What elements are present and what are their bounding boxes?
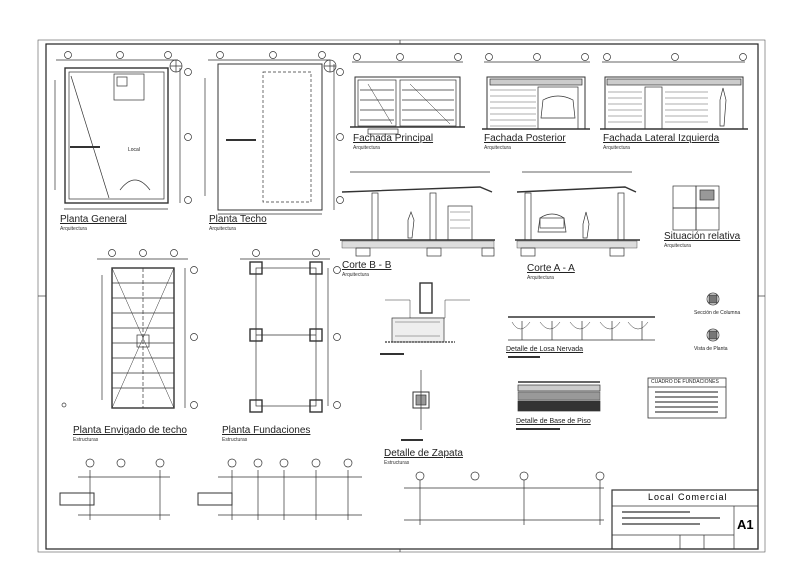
project-title: Local Comercial — [648, 492, 728, 502]
seccion-columna-label: Sección de Columna — [694, 310, 741, 316]
view-subtitle-situacion: Arquitectura — [664, 243, 691, 249]
title-block — [611, 489, 759, 550]
vista-planta-label: Vista de Planta — [694, 346, 728, 352]
view-title-detalle-losa: Detalle de Losa Nervada — [506, 346, 584, 353]
view-subtitle-fachada-lateral: Arquitectura — [603, 145, 630, 151]
view-title-detalle-piso: Detalle de Base de Piso — [516, 418, 591, 425]
situacion-drawing — [672, 185, 720, 231]
view-title-fachada-lateral: Fachada Lateral Izquierda — [603, 133, 720, 144]
view-subtitle-planta-fundaciones: Estructuras — [222, 437, 248, 443]
cuadro-fundaciones — [647, 377, 727, 419]
view-title-planta-envigado: Planta Envigado de techo — [73, 425, 187, 436]
view-title-corte-bb: Corte B - B — [342, 260, 392, 271]
view-subtitle-fachada-principal: Arquitectura — [353, 145, 380, 151]
view-subtitle-planta-techo: Arquitectura — [209, 226, 236, 232]
inner-border — [45, 43, 759, 550]
view-subtitle-planta-general: Arquitectura — [60, 226, 87, 232]
fachada-lateral-drawing — [600, 53, 748, 130]
beam-elevations — [59, 458, 605, 525]
detalle-zapata-drawing — [380, 282, 470, 441]
planta-fundaciones-drawing — [240, 249, 341, 413]
cuadro-fundaciones-title: CUADRO DE FUNDACIONES — [651, 379, 719, 385]
fachada-principal-drawing — [350, 53, 465, 135]
corte-bb-drawing — [340, 171, 495, 257]
view-title-fachada-principal: Fachada Principal — [353, 133, 434, 144]
plan-general-drawing — [54, 51, 192, 210]
view-subtitle-corte-bb: Arquitectura — [342, 272, 369, 278]
view-subtitle-fachada-posterior: Arquitectura — [484, 145, 511, 151]
corte-aa-drawing — [515, 171, 640, 257]
view-title-fachada-posterior: Fachada Posterior — [484, 133, 566, 144]
view-title-corte-aa: Corte A - A — [527, 263, 575, 274]
view-title-planta-techo: Planta Techo — [209, 214, 267, 225]
fachada-posterior-drawing — [482, 53, 590, 130]
view-subtitle-corte-aa: Arquitectura — [527, 275, 554, 281]
detalle-losa-drawing — [508, 292, 720, 358]
plan-techo-drawing — [204, 51, 344, 215]
room-label: Local — [128, 147, 140, 153]
view-title-detalle-zapata: Detalle de Zapata — [384, 448, 463, 459]
planta-envigado-drawing — [61, 249, 198, 409]
sheet-number: A1 — [737, 517, 754, 532]
view-title-planta-general: Planta General — [60, 214, 127, 225]
outer-border — [37, 39, 766, 553]
view-subtitle-planta-envigado: Estructuras — [73, 437, 99, 443]
view-subtitle-detalle-zapata: Estructuras — [384, 460, 410, 466]
detalle-piso-drawing — [516, 381, 601, 430]
view-title-situacion: Situación relativa — [664, 231, 741, 242]
view-title-planta-fundaciones: Planta Fundaciones — [222, 425, 311, 436]
